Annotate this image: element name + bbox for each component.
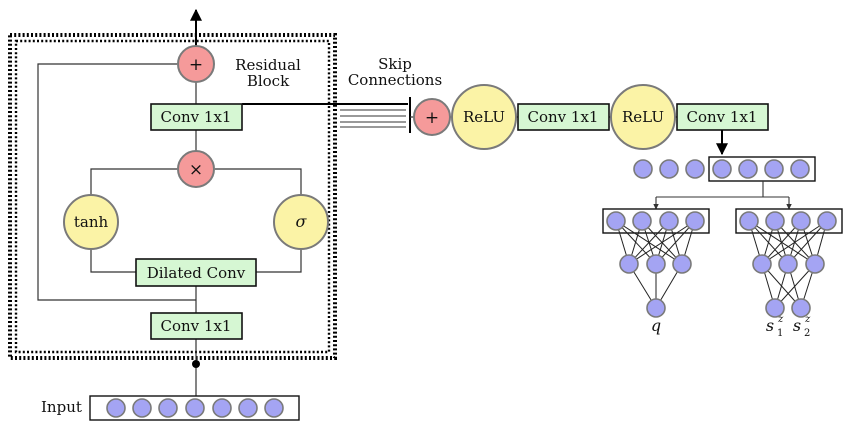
relu-node-2: ReLU xyxy=(610,84,676,150)
svg-text:s: s xyxy=(793,316,801,335)
head-unit-output xyxy=(646,298,666,318)
svg-text:+: + xyxy=(425,108,439,128)
svg-text:z: z xyxy=(804,314,811,325)
input-tap-dot xyxy=(192,360,200,368)
head-unit-top xyxy=(659,211,679,231)
skip-label-line2: Connections xyxy=(348,71,442,89)
feature-unit xyxy=(764,159,784,179)
input-label: Input xyxy=(41,398,82,416)
head-unit-top xyxy=(817,211,837,231)
svg-text:1: 1 xyxy=(777,328,783,339)
conv-right-box: Conv 1x1 xyxy=(676,103,769,131)
input-unit xyxy=(238,398,258,418)
dilated-conv-box: Dilated Conv xyxy=(135,258,257,287)
input-unit xyxy=(132,398,152,418)
conv-bottom-box: Conv 1x1 xyxy=(150,312,243,340)
split-arrows xyxy=(653,181,792,210)
skip-label-line1: Skip xyxy=(378,55,412,73)
svg-text:2: 2 xyxy=(804,328,810,339)
head-s xyxy=(735,208,843,318)
head-unit-top xyxy=(765,211,785,231)
svg-text:tanh: tanh xyxy=(74,213,109,231)
svg-text:+: + xyxy=(189,55,203,75)
head-unit-hidden xyxy=(646,254,666,274)
plus-node-top: + xyxy=(177,45,215,83)
head-unit-top xyxy=(685,211,705,231)
feature-unit xyxy=(712,159,732,179)
relu-node-1: ReLU xyxy=(451,84,517,150)
q-label: q xyxy=(651,316,661,335)
svg-text:Conv 1x1: Conv 1x1 xyxy=(161,108,232,126)
svg-text:Conv 1x1: Conv 1x1 xyxy=(528,108,599,126)
connection-line xyxy=(774,263,816,309)
head-unit-top xyxy=(632,211,652,231)
tanh-node: tanh xyxy=(63,194,119,250)
sigma-node: σ xyxy=(273,194,329,250)
input-units xyxy=(106,398,284,418)
head-unit-hidden xyxy=(805,254,825,274)
head-unit-top xyxy=(606,211,626,231)
s2-label: s z 2 xyxy=(793,314,811,339)
feature-unit xyxy=(685,159,705,179)
residual-block-frame xyxy=(8,33,337,360)
head-unit-hidden xyxy=(619,254,639,274)
svg-text:Conv 1x1: Conv 1x1 xyxy=(161,317,232,335)
conv-top-box: Conv 1x1 xyxy=(150,103,243,131)
feature-unit xyxy=(790,159,810,179)
svg-text:×: × xyxy=(189,160,203,180)
residual-label-line1: Residual xyxy=(235,56,301,74)
residual-label-line2: Block xyxy=(247,72,290,90)
head-unit-top xyxy=(739,211,759,231)
connection-line xyxy=(628,220,696,265)
svg-text:ReLU: ReLU xyxy=(622,108,664,126)
conv-mid-box: Conv 1x1 xyxy=(517,103,610,131)
connection-line xyxy=(761,220,828,265)
feature-unit xyxy=(738,159,758,179)
head-q xyxy=(602,208,710,318)
input-unit xyxy=(158,398,178,418)
head-unit-top xyxy=(791,211,811,231)
times-node: × xyxy=(177,150,215,188)
head-unit-output xyxy=(765,298,785,318)
svg-text:ReLU: ReLU xyxy=(463,108,505,126)
svg-text:s: s xyxy=(766,316,774,335)
skip-connection-lines xyxy=(242,97,411,133)
input-unit xyxy=(185,398,205,418)
plus-node-right: + xyxy=(413,98,451,136)
feature-unit xyxy=(659,159,679,179)
input-unit xyxy=(212,398,232,418)
svg-text:z: z xyxy=(777,314,784,325)
svg-text:Dilated Conv: Dilated Conv xyxy=(147,264,246,282)
feature-unit xyxy=(633,159,653,179)
head-unit-hidden xyxy=(752,254,772,274)
feature-units xyxy=(633,159,810,179)
svg-text:σ: σ xyxy=(296,212,308,231)
residual-wires xyxy=(37,63,302,396)
input-unit xyxy=(106,398,126,418)
head-unit-output xyxy=(791,298,811,318)
input-unit xyxy=(264,398,284,418)
s1-label: s z 1 xyxy=(766,314,784,339)
head-unit-hidden xyxy=(778,254,798,274)
head-unit-hidden xyxy=(672,254,692,274)
svg-text:Conv 1x1: Conv 1x1 xyxy=(687,108,758,126)
